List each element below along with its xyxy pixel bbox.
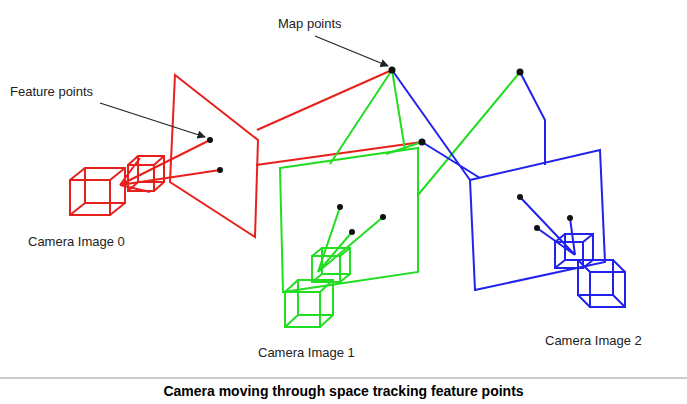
callout-label: Camera Image 2 xyxy=(545,333,642,349)
callout-label: Camera Image 1 xyxy=(258,345,355,361)
callout-label: Map points xyxy=(278,16,342,32)
figure-caption: Camera moving through space tracking fea… xyxy=(163,382,523,400)
callout-label: Camera Image 0 xyxy=(28,234,125,250)
callout-label: Feature points xyxy=(10,84,93,100)
